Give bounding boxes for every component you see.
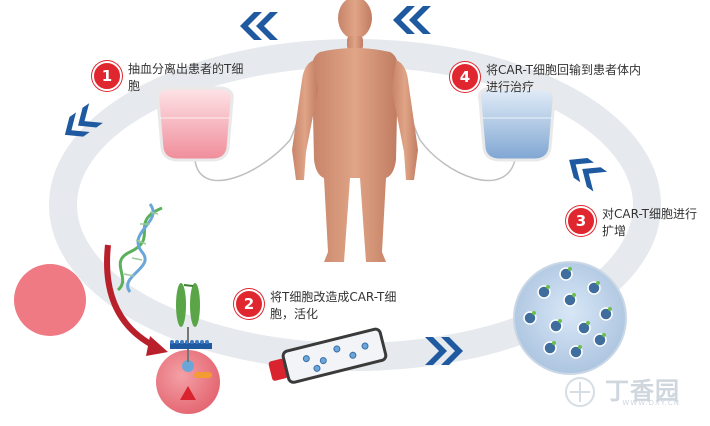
car-receptor-icon — [170, 283, 212, 349]
step-badge: 1 — [92, 61, 122, 91]
t-cell-icon — [523, 267, 613, 359]
blood-bag-icon — [156, 86, 234, 162]
chevron-arrow-icon — [240, 12, 278, 40]
step-4: 4 将CAR-T细胞回输到患者体内进行治疗 — [450, 62, 646, 96]
step-badge: 3 — [566, 206, 596, 236]
watermark-url: WWW.DXY.CN — [622, 399, 680, 407]
watermark: 丁香园 WWW.DXY.CN — [605, 371, 680, 407]
step-badge: 4 — [450, 62, 480, 92]
step-badge: 2 — [234, 289, 264, 319]
chevron-arrow-icon — [393, 6, 431, 34]
step-3: 3 对CAR-T细胞进行扩增 — [566, 206, 698, 240]
blood-bag-icon — [478, 86, 556, 162]
step-label: 对CAR-T细胞进行扩增 — [602, 207, 697, 238]
watermark-logo-icon — [565, 377, 595, 407]
step-1: 1 抽血分离出患者的T细胞 — [92, 61, 248, 95]
watermark-title: 丁香园 — [605, 377, 680, 405]
tumor-cell-icon — [14, 264, 86, 336]
step-2: 2 将T细胞改造成CAR-T细胞，活化 — [234, 289, 400, 323]
human-body-icon — [292, 0, 418, 262]
step-label: 将T细胞改造成CAR-T细胞，活化 — [270, 290, 397, 321]
chevron-arrow-icon — [64, 103, 103, 137]
culture-flask-icon — [268, 327, 388, 384]
step-label: 抽血分离出患者的T细胞 — [128, 62, 244, 93]
chevron-arrow-icon — [569, 158, 608, 192]
chevron-arrow-icon — [425, 337, 463, 365]
t-cell-icon — [156, 349, 220, 414]
red-arrow — [104, 244, 160, 351]
expansion-dish — [513, 261, 627, 375]
step-label: 将CAR-T细胞回输到患者体内进行治疗 — [486, 63, 641, 94]
dna-helix-icon — [116, 203, 163, 293]
